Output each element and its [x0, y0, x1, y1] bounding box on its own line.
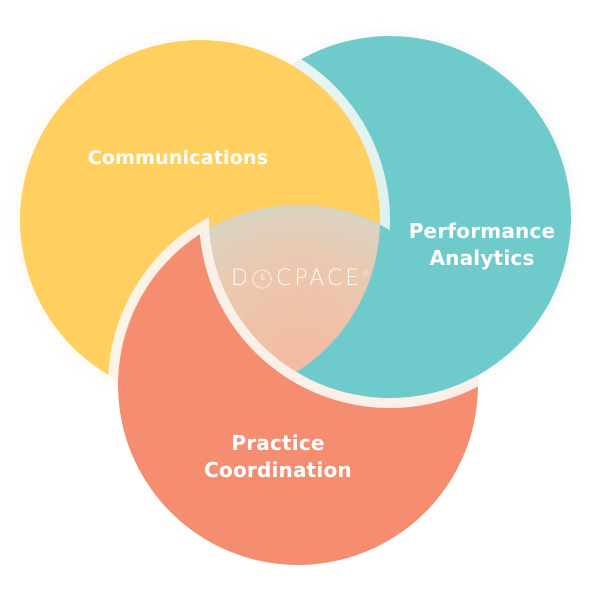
label-line: Practice — [231, 431, 325, 455]
label-line: Coordination — [204, 458, 352, 482]
label-line: Performance — [408, 219, 556, 243]
label-line: Analytics — [429, 246, 535, 270]
logo-text-cpace: CPACE — [275, 266, 363, 291]
clock-icon — [252, 269, 272, 289]
label-performance-analytics: Performance Analytics — [409, 218, 556, 272]
registered-mark: ® — [362, 270, 370, 278]
docpace-logo: D CPACE ® — [231, 265, 369, 293]
label-line: Communications — [87, 147, 269, 169]
logo-text-d: D — [231, 266, 251, 291]
label-practice-coordination: Practice Coordination — [204, 430, 352, 484]
label-communications: Communications — [88, 145, 269, 172]
